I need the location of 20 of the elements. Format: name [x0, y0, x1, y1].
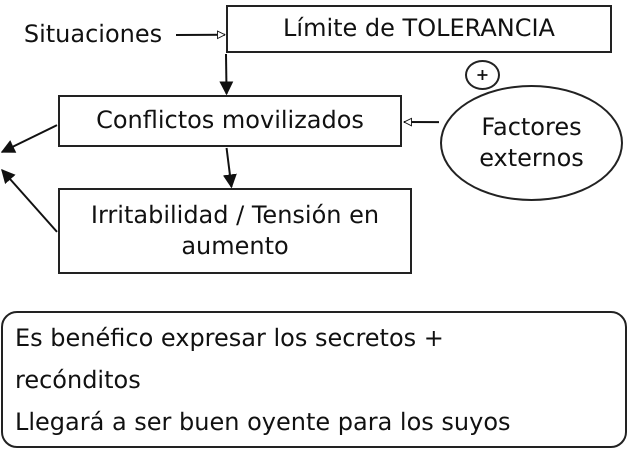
note-box: [1, 311, 627, 448]
process-box: [58, 188, 412, 274]
node-text: Conflictos movilizados: [96, 105, 364, 136]
arrow: [222, 148, 237, 188]
hollow-arrow: [404, 118, 439, 126]
node-text: Límite de TOLERANCIA: [283, 13, 555, 44]
label-text: Situaciones: [24, 19, 162, 50]
node-text: Es benéfico expresar los secretos + recónditos: [15, 322, 445, 396]
hollow-arrow: [176, 30, 226, 39]
arrow: [219, 54, 234, 96]
node-text: Irritabilidad / Tensión en aumento: [90, 200, 380, 262]
node-text: +: [476, 64, 490, 86]
node-text: Llegará a ser buen oyente para los suyos: [15, 406, 511, 438]
factor-ellipse: [440, 85, 623, 201]
arrow: [0, 124, 58, 153]
arrow: [1, 168, 58, 233]
process-box: [226, 5, 612, 53]
plus-circle: [465, 60, 500, 90]
process-box: [58, 95, 402, 147]
node-text: Factores externos: [478, 112, 585, 174]
